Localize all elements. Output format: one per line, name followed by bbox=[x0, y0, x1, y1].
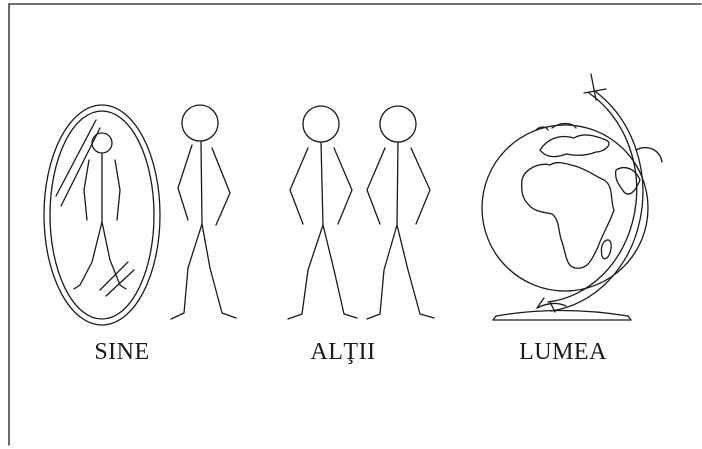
label-others: ALŢII bbox=[310, 339, 375, 366]
reflected-stick-figure-icon bbox=[74, 133, 126, 289]
globe-icon bbox=[482, 74, 662, 320]
frame-border bbox=[9, 4, 701, 445]
label-world: LUMEA bbox=[519, 339, 607, 366]
stick-figure-icon bbox=[367, 106, 434, 319]
stick-figure-icon bbox=[171, 105, 236, 319]
label-self: SINE bbox=[94, 339, 149, 366]
stick-figure-icon bbox=[288, 106, 357, 319]
